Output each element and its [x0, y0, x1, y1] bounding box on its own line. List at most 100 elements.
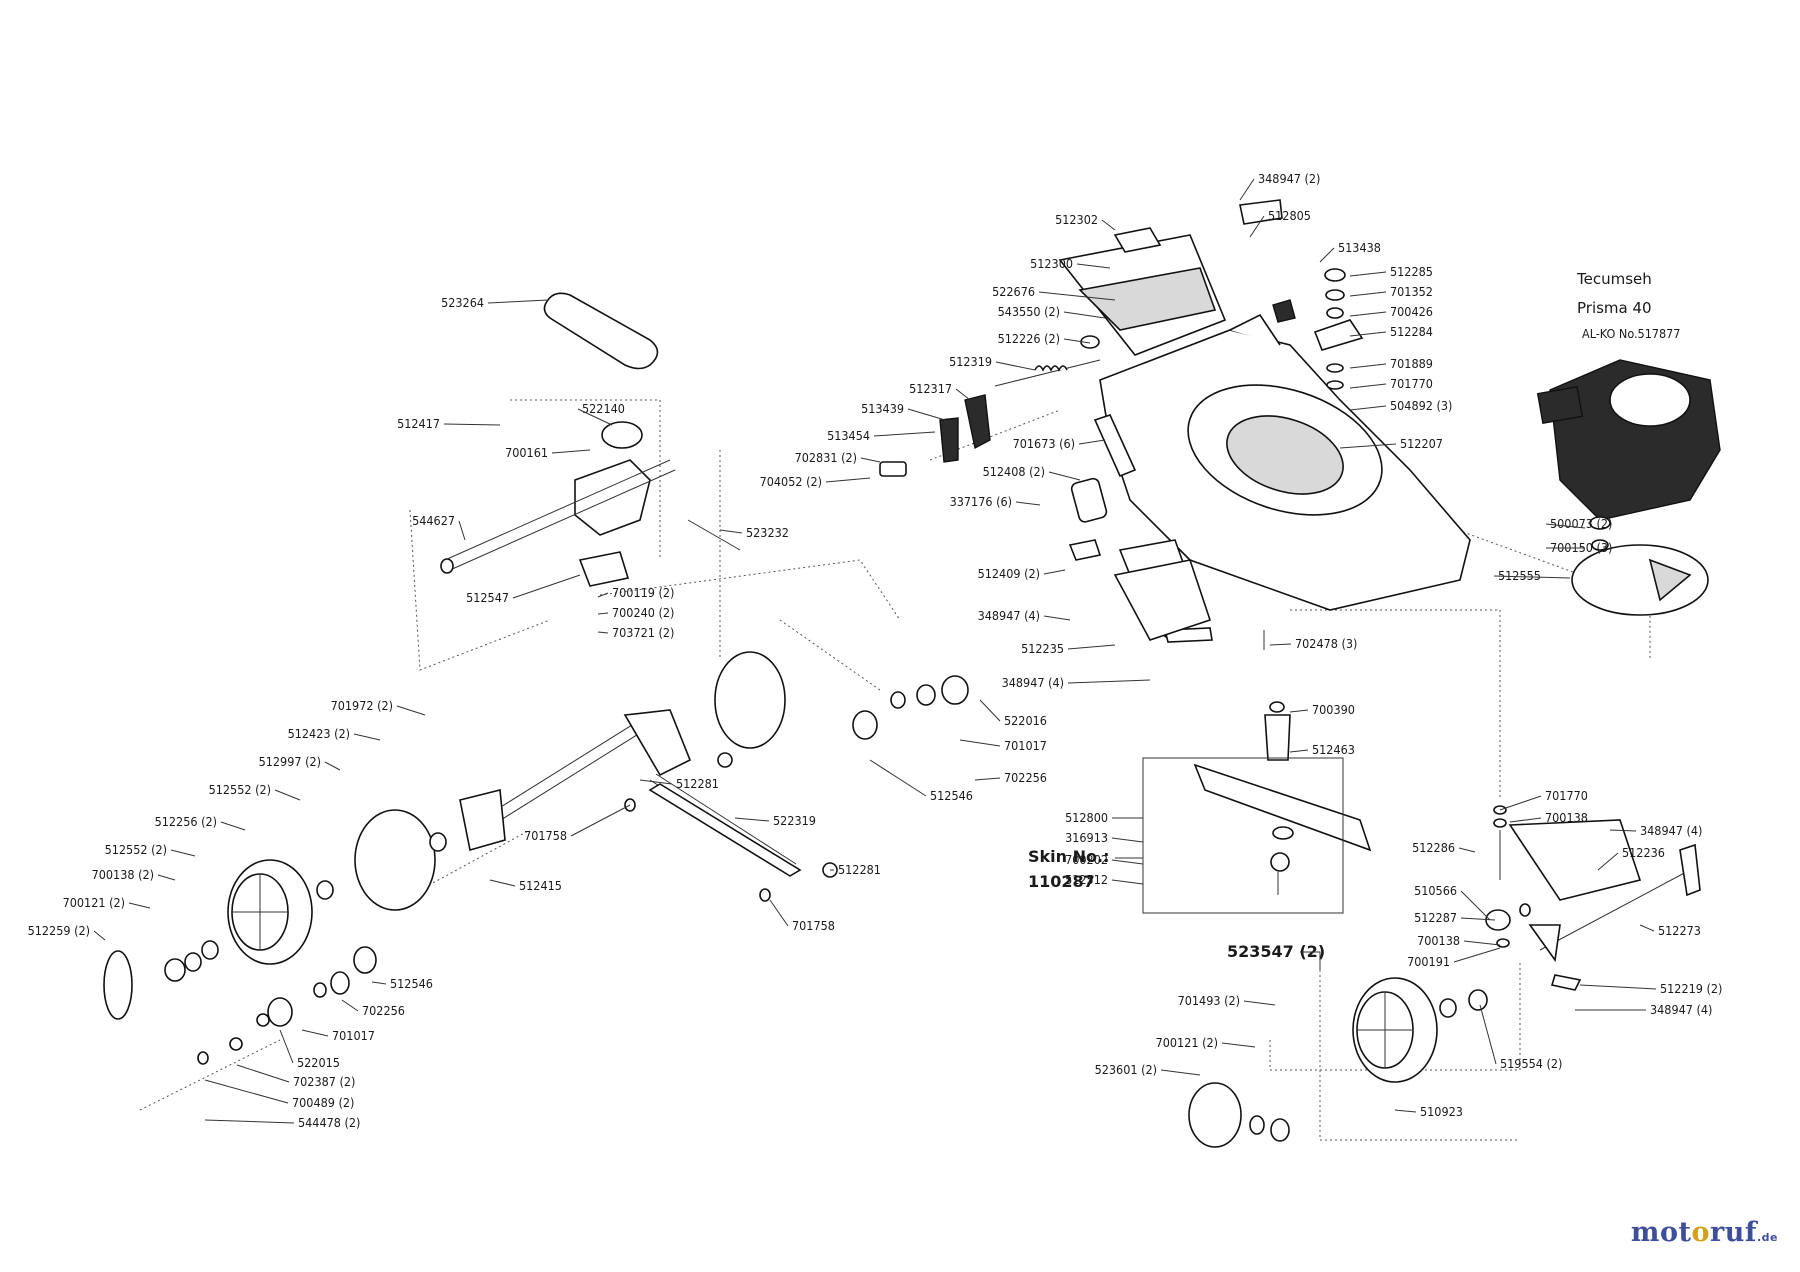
leader-line	[1349, 291, 1387, 297]
leader-line	[1221, 1042, 1256, 1048]
leader-line	[734, 817, 770, 822]
part-label: 512235	[1021, 641, 1064, 656]
part-label: 700161	[505, 445, 548, 460]
part-label: 701493 (2)	[1178, 993, 1240, 1008]
part-label: 523601 (2)	[1095, 1062, 1157, 1077]
leader-line	[1493, 575, 1571, 579]
rear-height-adjust	[1485, 805, 1701, 991]
leader-line	[1349, 331, 1387, 337]
part-label: 513438	[1338, 240, 1381, 255]
leader-line	[639, 779, 673, 785]
part-label: 348947 (4)	[1650, 1002, 1712, 1017]
part-label: 700390	[1312, 702, 1355, 717]
part-label: 702478 (3)	[1295, 636, 1357, 651]
part-label: 512226 (2)	[998, 331, 1060, 346]
part-label: 700202	[1065, 852, 1108, 867]
leader-line	[1597, 852, 1619, 871]
part-label: 703721 (2)	[612, 625, 674, 640]
part-label: 512287	[1414, 910, 1457, 925]
leader-line	[719, 529, 743, 534]
engine-alko-number: AL-KO No.517877	[1582, 326, 1680, 341]
leader-line	[1339, 443, 1397, 449]
leader-line	[341, 999, 359, 1012]
part-label: 512512	[1065, 872, 1108, 887]
part-label: 512284	[1390, 324, 1433, 339]
part-label: 700240 (2)	[612, 605, 674, 620]
part-label: 500073 (2)	[1550, 516, 1612, 531]
leader-line	[974, 777, 1001, 781]
wheel-set-label: 523547 (2)	[1227, 942, 1325, 961]
leader-line	[1499, 795, 1542, 811]
part-label: 510923	[1420, 1104, 1463, 1119]
small-hardware	[1080, 199, 1611, 551]
part-label: 512555	[1498, 568, 1541, 583]
leader-line	[157, 874, 176, 881]
leader-line	[1101, 219, 1116, 231]
leader-line	[1160, 1069, 1201, 1076]
part-label: 512281	[676, 776, 719, 791]
part-label: 700138	[1545, 810, 1588, 825]
leader-line	[597, 631, 609, 634]
part-label: 544478 (2)	[298, 1115, 360, 1130]
part-label: 701889	[1390, 356, 1433, 371]
wheel-set-leader	[1300, 951, 1321, 970]
part-label: 701017	[1004, 738, 1047, 753]
part-label: 701673 (6)	[1013, 436, 1075, 451]
drive-belt	[543, 292, 659, 370]
part-label: 512805	[1268, 208, 1311, 223]
part-label: 523264	[441, 295, 484, 310]
leader-line	[1349, 311, 1387, 317]
leader-line	[1043, 569, 1066, 575]
part-label: 522015	[297, 1055, 340, 1070]
engine	[1536, 359, 1721, 521]
part-label: 519554 (2)	[1500, 1056, 1562, 1071]
part-label: 700489 (2)	[292, 1095, 354, 1110]
leader-line	[128, 902, 151, 909]
leader-line	[907, 408, 946, 421]
part-label: 512423 (2)	[288, 726, 350, 741]
mower-deck	[1099, 313, 1471, 611]
leader-line	[170, 849, 196, 857]
leader-line	[443, 423, 501, 426]
part-label: 702256	[362, 1003, 405, 1018]
leader-line	[1639, 924, 1655, 932]
leader-line	[769, 899, 789, 927]
part-label: 512256 (2)	[155, 814, 217, 829]
part-label: 701758	[524, 828, 567, 843]
deflector-parts	[879, 394, 1212, 641]
rear-axle	[459, 709, 797, 871]
leader-line	[274, 789, 301, 801]
part-label: 512546	[930, 788, 973, 803]
side-hubcap-disc	[354, 651, 786, 911]
front-axle-bar	[648, 783, 802, 877]
part-number-callouts: 348947 (2)512805512302513438512300512285…	[28, 171, 1723, 1130]
leader-line	[371, 981, 387, 985]
leader-line	[1043, 615, 1071, 621]
leader-line	[825, 477, 871, 483]
part-label: 512417	[397, 416, 440, 431]
blade	[1193, 763, 1372, 895]
skin-label: Skin No.:	[1028, 847, 1109, 866]
part-label: 512408 (2)	[983, 464, 1045, 479]
leader-line	[1460, 917, 1496, 921]
leader-line	[1076, 263, 1111, 269]
leader-line	[512, 574, 581, 599]
part-label: 512546	[390, 976, 433, 991]
leader-line	[220, 821, 246, 831]
part-label: 512273	[1658, 923, 1701, 938]
leader-line	[1078, 439, 1106, 445]
leader-line	[1458, 847, 1476, 853]
skin-number: 110287	[1028, 872, 1095, 891]
part-label: 702387 (2)	[293, 1074, 355, 1089]
part-label: 522319	[773, 813, 816, 828]
grass-box-bracket	[1058, 227, 1227, 356]
leader-line	[1349, 363, 1387, 369]
leader-line	[93, 930, 106, 941]
part-label: 512463	[1312, 742, 1355, 757]
leader-line	[1038, 291, 1116, 301]
leader-line	[597, 612, 609, 615]
part-label: 702256	[1004, 770, 1047, 785]
leader-line	[1319, 247, 1335, 263]
leader-line	[489, 879, 516, 887]
leader-line	[324, 761, 341, 771]
